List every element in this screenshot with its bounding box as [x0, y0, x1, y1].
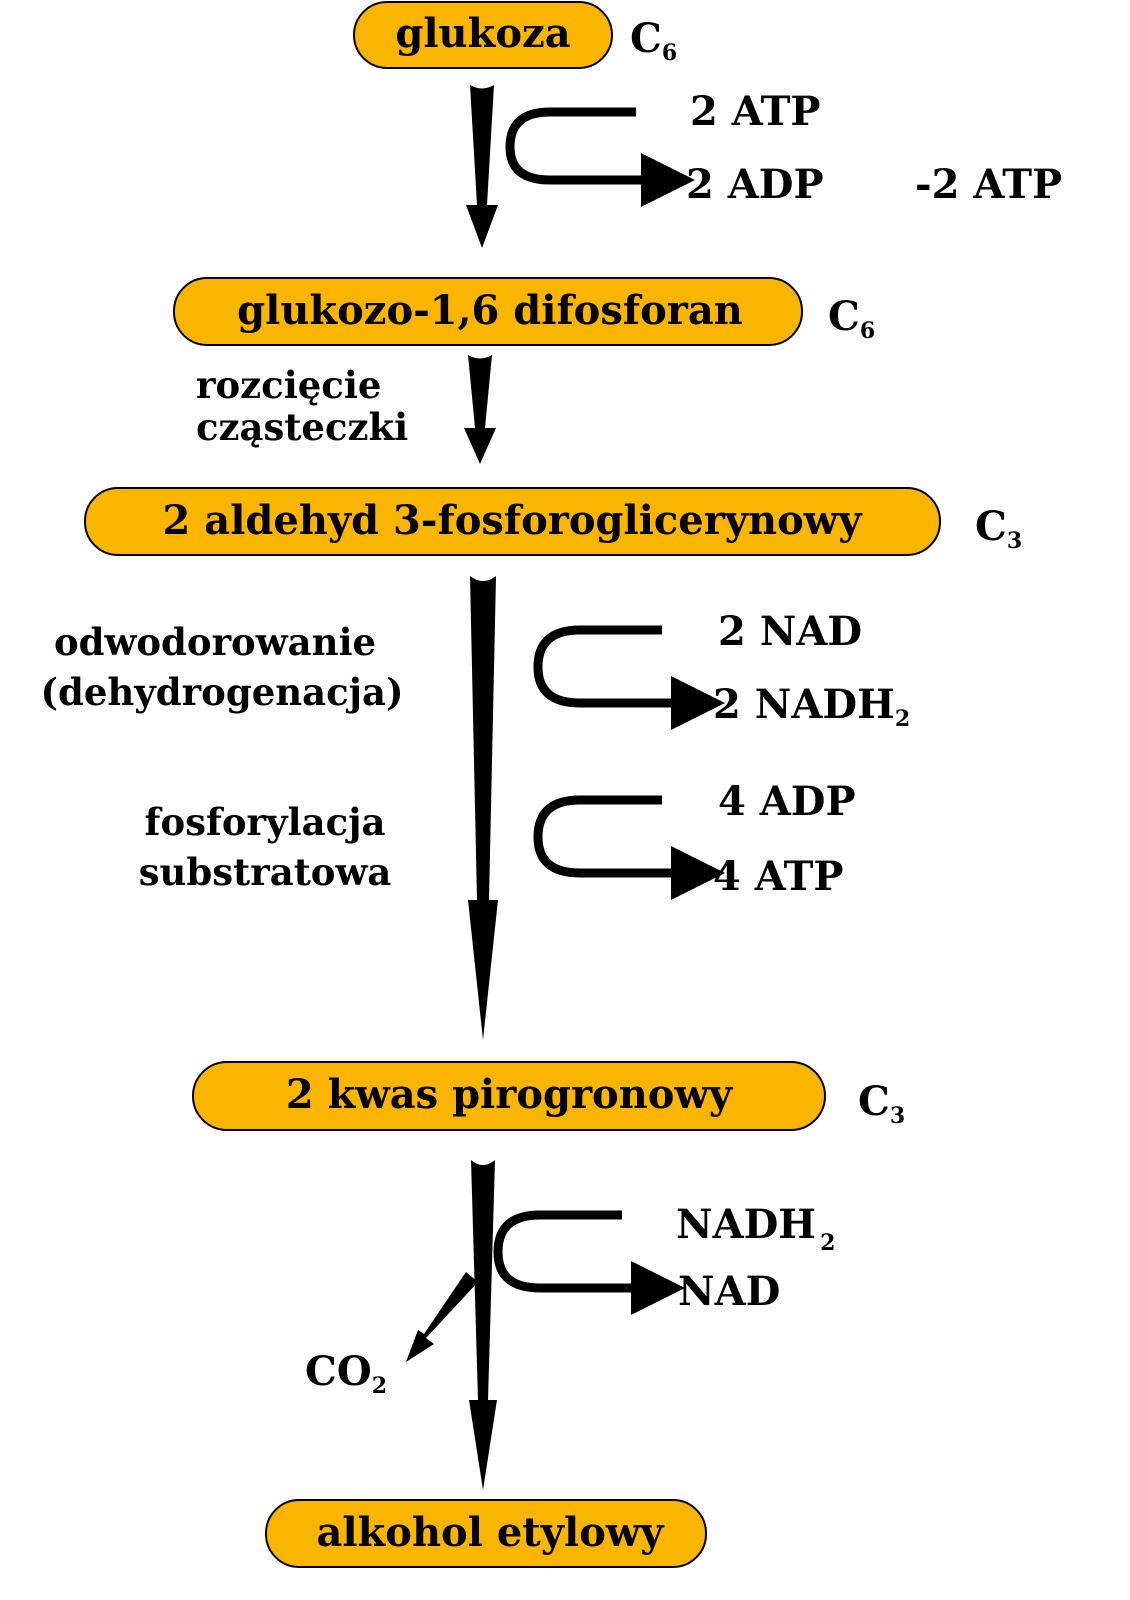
reactant-label: 4 ADP	[718, 778, 856, 825]
curved-arrow	[533, 795, 725, 900]
carbon-count: C3	[858, 1078, 905, 1129]
process-label: odwodorowanie	[54, 620, 376, 664]
compound-alkohol-etylowy: alkohol etylowy	[265, 1499, 707, 1568]
down-arrow	[464, 355, 496, 464]
process-label: rozcięcie	[196, 363, 381, 407]
compound-label: 2 aldehyd 3-fosforoglicerynowy	[163, 497, 864, 544]
process-label: fosforylacja	[145, 800, 386, 844]
compound-label: glukozo-1,6 difosforan	[237, 287, 743, 334]
down-arrow	[468, 576, 498, 1040]
process-label: cząsteczki	[196, 405, 408, 449]
compound-kwas-pirogronowy: 2 kwas pirogronowy	[192, 1061, 826, 1131]
compound-aldehyd-fosfoglicerynowy: 2 aldehyd 3-fosforoglicerynowy	[84, 487, 941, 556]
compound-label: 2 kwas pirogronowy	[286, 1071, 734, 1118]
compound-glukozo-difosforan: glukozo-1,6 difosforan	[173, 277, 803, 346]
down-arrow	[466, 85, 498, 248]
reactant-label: 2 NAD	[718, 608, 862, 655]
byproduct-label: CO2	[305, 1348, 387, 1399]
process-label: (dehydrogenacja)	[40, 670, 403, 714]
carbon-count: C3	[975, 503, 1022, 554]
curved-arrow	[493, 1210, 685, 1315]
compound-label: alkohol etylowy	[316, 1509, 665, 1556]
process-label: substratowa	[139, 850, 392, 894]
carbon-count: C6	[630, 15, 677, 66]
reactant-label: 2 ATP	[690, 88, 820, 135]
compound-label: glukoza	[395, 10, 570, 57]
product-label: 2 NADH2	[713, 681, 910, 732]
product-label: NAD	[678, 1268, 780, 1315]
curved-arrow	[505, 107, 695, 207]
curved-arrow	[533, 625, 725, 730]
down-arrow	[469, 1160, 497, 1490]
carbon-count: C6	[828, 293, 875, 344]
compound-glukoza: glukoza	[353, 1, 613, 69]
product-label: 4 ATP	[713, 853, 843, 900]
product-label: 2 ADP	[686, 161, 824, 208]
co2-branch-arrow	[406, 1272, 478, 1362]
atp-balance-label: -2 ATP	[915, 161, 1062, 208]
